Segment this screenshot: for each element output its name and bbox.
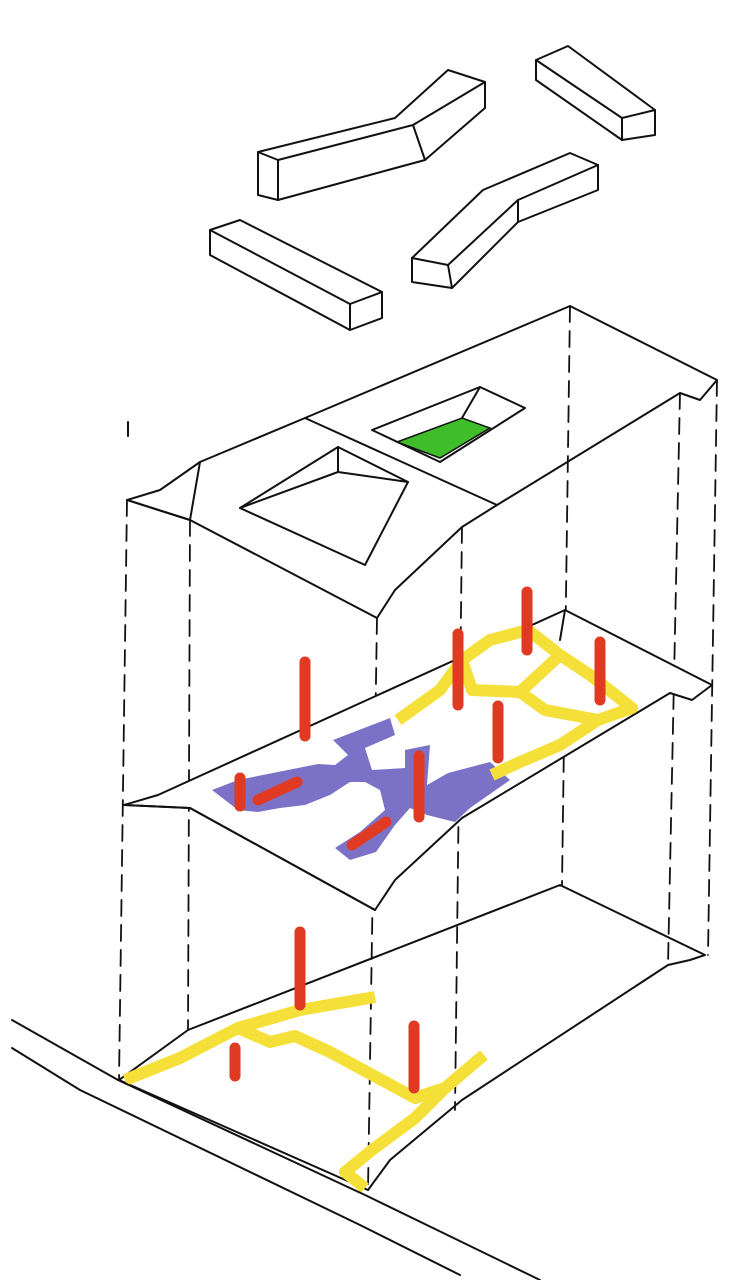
- roof-opening-right: [371, 386, 526, 463]
- bar-volume-left: [209, 219, 383, 331]
- upper-volumes: [209, 45, 656, 331]
- ground-floor: [118, 884, 706, 1193]
- roof-level: [126, 305, 718, 619]
- bar-volume-top-right: [535, 45, 656, 141]
- core-8: [252, 776, 303, 806]
- bent-bar-volume-left: [257, 69, 486, 201]
- circulation-path-ground: [122, 991, 488, 1193]
- green-courtyard: [394, 417, 492, 459]
- vertical-cores: [229, 586, 606, 1094]
- street: [11, 1019, 541, 1280]
- bent-bar-volume-right: [411, 152, 599, 289]
- core-9: [346, 816, 392, 851]
- roof-opening-left: [239, 446, 409, 566]
